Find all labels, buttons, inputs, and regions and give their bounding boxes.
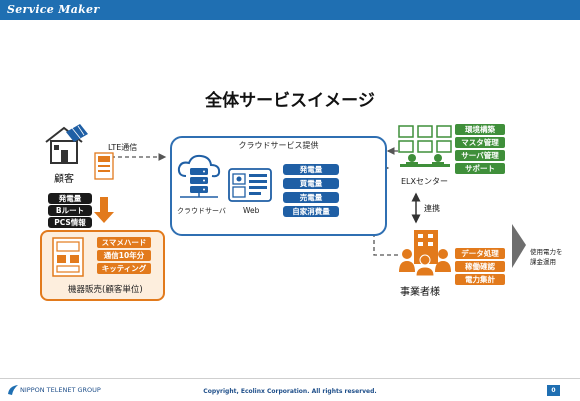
- billing-label-1: 使用電力を: [530, 248, 563, 256]
- cloud-tag-power-sell: 売電量: [283, 192, 339, 203]
- customer-label: 顧客: [54, 174, 74, 185]
- sales-tag-hardware: スマメハード: [97, 237, 151, 248]
- footer-copyright: Copyright, Ecolinx Corporation. All righ…: [203, 388, 377, 395]
- operator-tag-data: データ処理: [455, 248, 505, 259]
- web-label: Web: [243, 206, 260, 215]
- operator-label: 事業者様: [400, 287, 440, 298]
- brand-title: Service Maker: [7, 3, 100, 16]
- customer-tag-power-gen: 発電量: [48, 193, 92, 204]
- page-number: 0: [547, 385, 560, 396]
- elx-tag-support: サポート: [455, 163, 505, 174]
- elx-label: ELXセンター: [401, 177, 448, 186]
- cloud-server-icon: [177, 154, 221, 198]
- elx-tag-env: 環境構築: [455, 124, 505, 135]
- group-logo-icon: [8, 385, 18, 395]
- sales-label: 機器販売(顧客単位): [68, 285, 143, 295]
- footer-logo-text: NIPPON TELENET GROUP: [20, 386, 101, 394]
- elx-center-icon: [398, 125, 452, 167]
- cloud-server-label: クラウドサーバ: [177, 207, 226, 215]
- meter-device-icon: [52, 237, 84, 277]
- orange-down-arrow: [94, 197, 114, 223]
- operator-building-icon: [399, 230, 451, 276]
- operator-tag-power: 電力集計: [455, 274, 505, 285]
- header-bar: [0, 0, 580, 20]
- elx-tag-server: サーバ管理: [455, 150, 505, 161]
- web-dashboard-icon: [228, 168, 272, 202]
- smart-meter-icon: [94, 152, 114, 180]
- footer-divider: [0, 378, 580, 379]
- elx-tag-master: マスタ管理: [455, 137, 505, 148]
- customer-tag-pcs: PCS情報: [48, 217, 92, 228]
- cloud-title: クラウドサービス提供: [238, 141, 319, 150]
- link-label: 連携: [424, 204, 440, 213]
- cloud-tag-power-gen: 発電量: [283, 164, 339, 175]
- lte-label: LTE通信: [108, 143, 138, 152]
- house-solar-icon: [45, 124, 88, 164]
- billing-chevron: [512, 224, 526, 268]
- page-title: 全体サービスイメージ: [205, 91, 375, 111]
- sales-tag-comm: 通信10年分: [97, 250, 151, 261]
- customer-tag-b-route: Bルート: [48, 205, 92, 216]
- cloud-tag-self-consumption: 自家消費量: [283, 206, 339, 217]
- sales-tag-kitting: キッティング: [97, 263, 151, 274]
- billing-label-2: 課金運用: [530, 258, 556, 266]
- cloud-tag-power-buy: 買電量: [283, 178, 339, 189]
- operator-tag-operation: 稼働確認: [455, 261, 505, 272]
